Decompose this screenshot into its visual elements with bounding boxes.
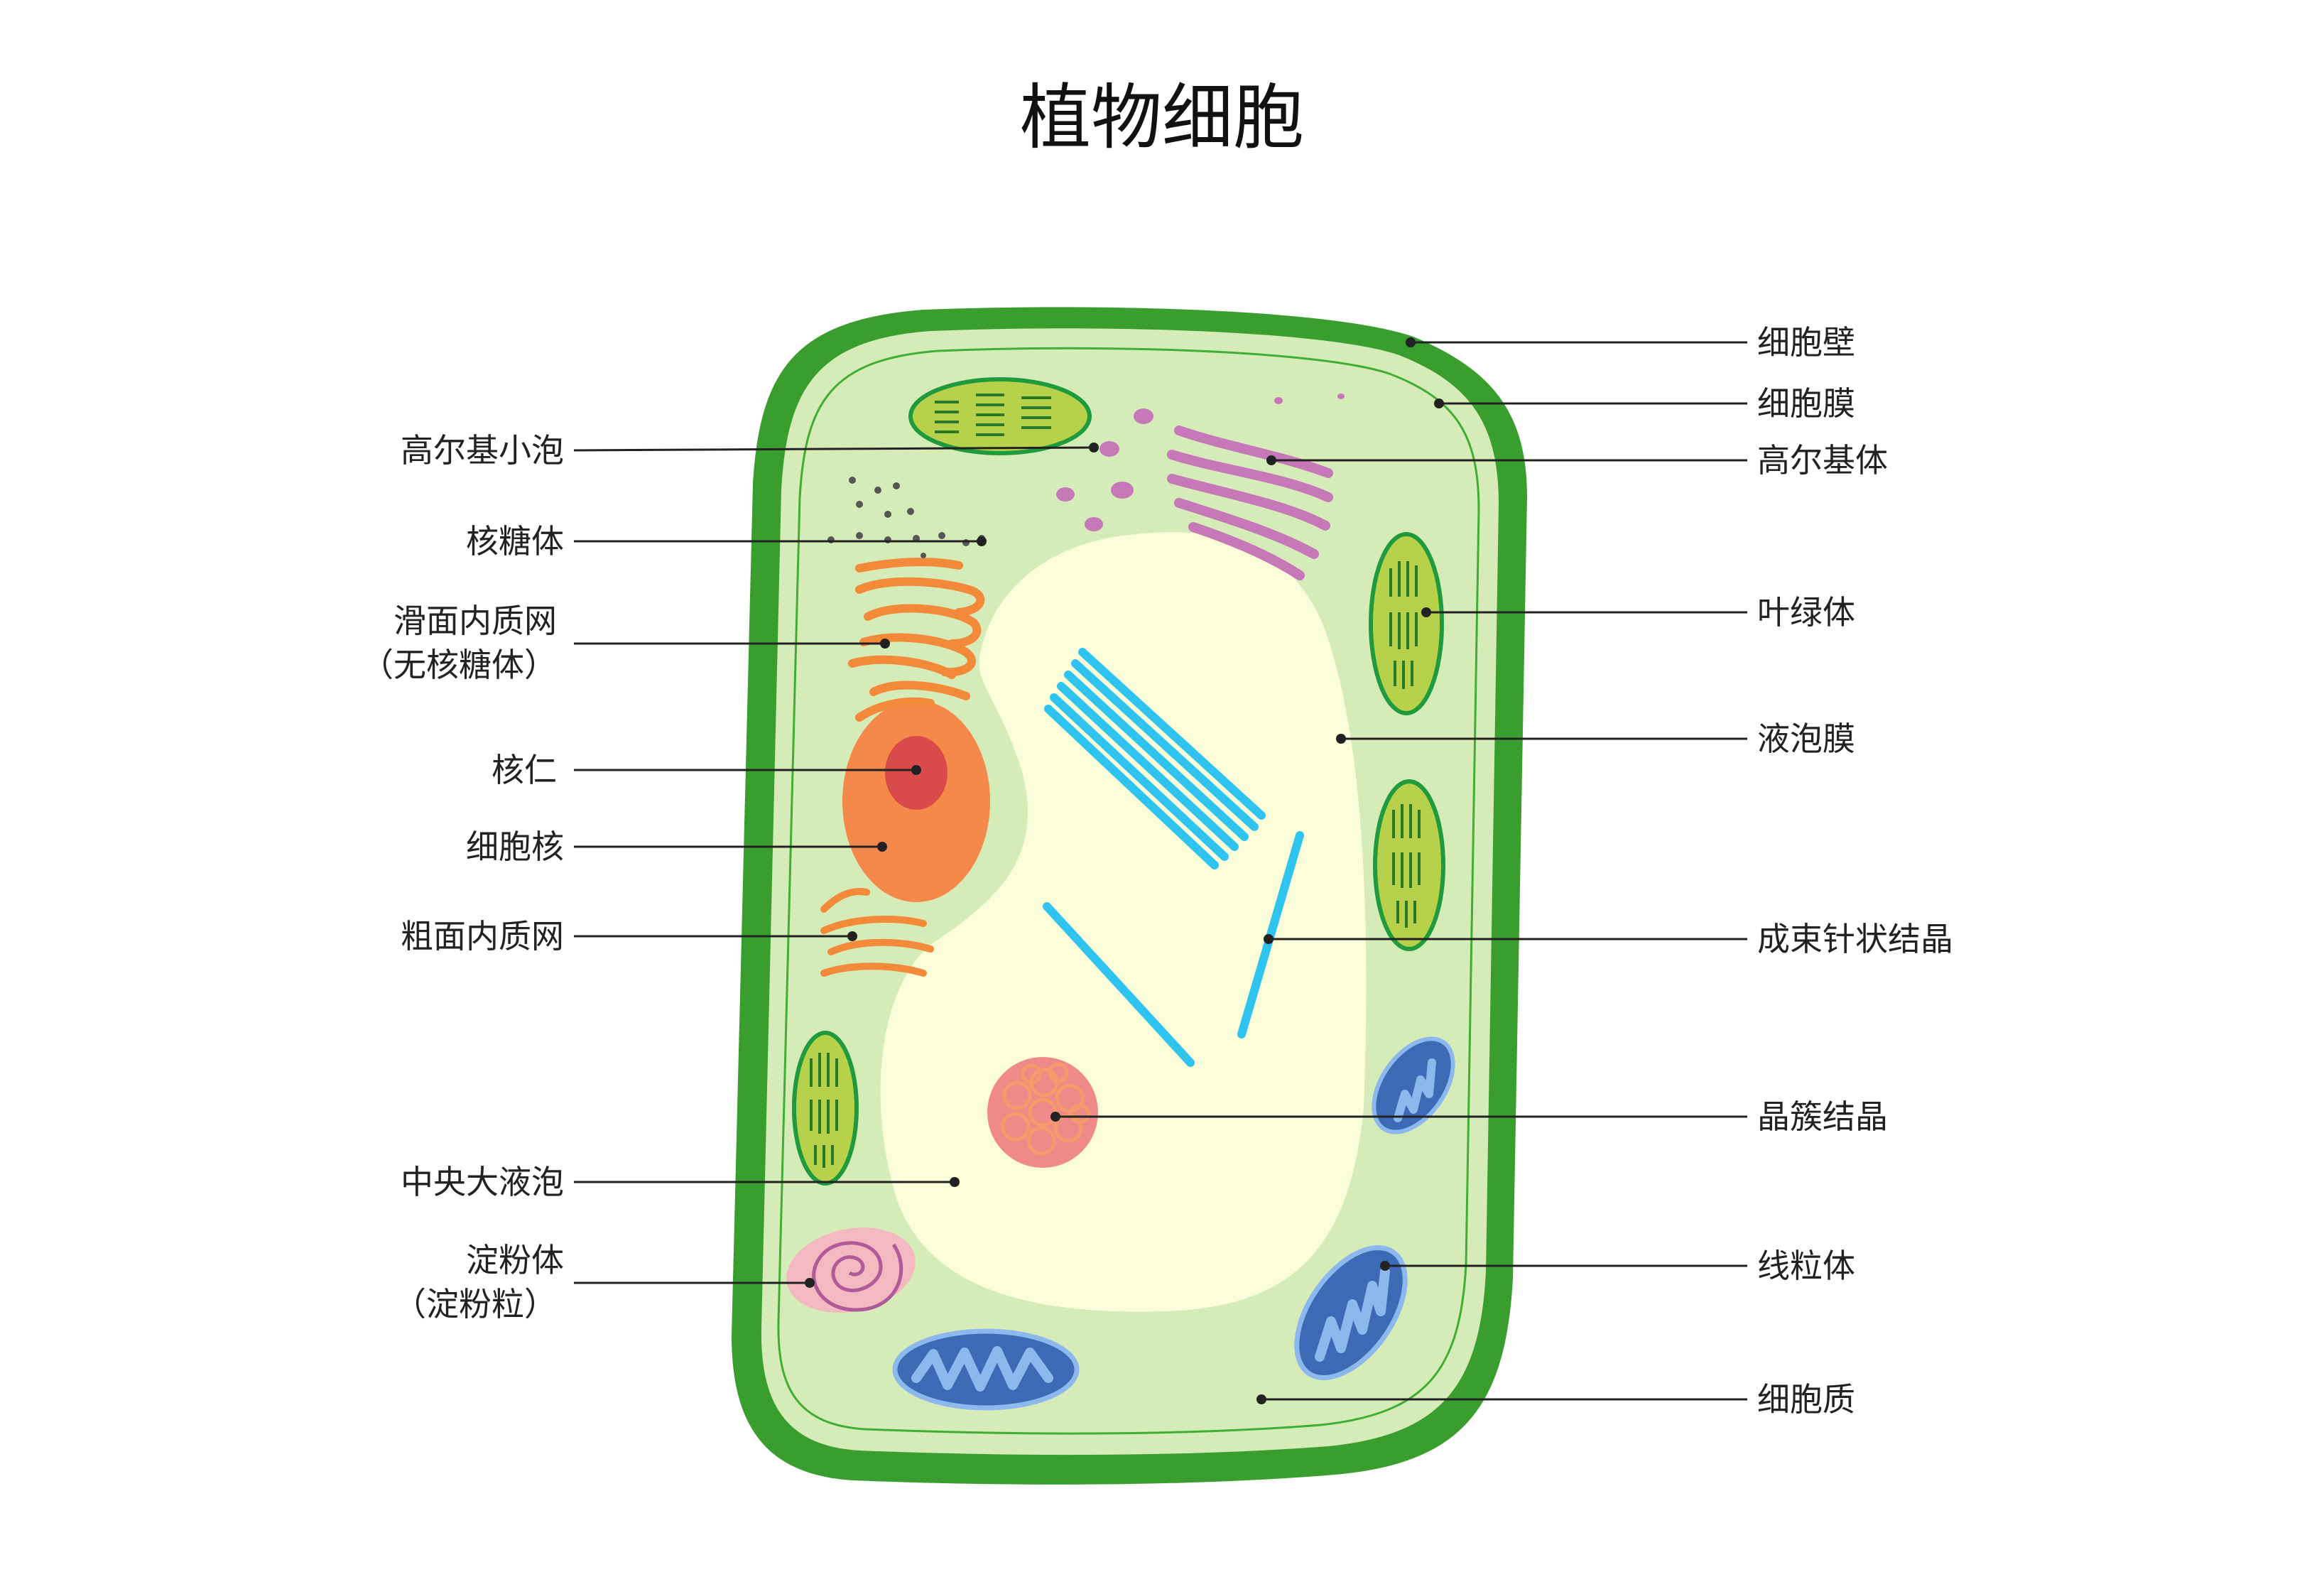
chloroplast-right-1 [1369, 532, 1444, 715]
label-nucleolus: 核仁 [492, 751, 557, 789]
label-amyloplast-line2: （淀粉粒） [393, 1285, 557, 1323]
label-nucleus: 细胞核 [466, 828, 564, 866]
label-cytoplasm: 细胞质 [1757, 1380, 1855, 1419]
label-golgi: 高尔基体 [1757, 441, 1888, 479]
label-tonoplast: 液泡膜 [1757, 720, 1855, 758]
golgi-vesicles [1056, 394, 1345, 531]
chloroplast-right-2 [1373, 779, 1445, 951]
label-ribosome: 核糖体 [466, 522, 564, 560]
label-smooth-er-line1: 滑面内质网 [393, 602, 557, 640]
pointer-ribosome [977, 536, 987, 546]
cell-membrane [777, 347, 1480, 1435]
label-rough-er: 粗面内质网 [401, 917, 564, 955]
pointer-chloroplast [1421, 607, 1431, 617]
label-central-vacuole: 中央大液泡 [401, 1163, 564, 1201]
golgi-apparatus [1167, 425, 1333, 580]
raphide-bundle [1043, 648, 1304, 1067]
pointer-cell-membrane [1434, 398, 1444, 408]
pointer-central-vacuole [950, 1177, 960, 1187]
label-amyloplast-line1: 淀粉体 [466, 1241, 564, 1279]
label-druse: 晶簇结晶 [1757, 1097, 1888, 1136]
pointer-raphide [1264, 934, 1274, 944]
smooth-er [848, 558, 985, 722]
pointer-cytoplasm [1256, 1394, 1266, 1404]
diagram-title: 植物细胞 [1020, 76, 1304, 159]
pointer-golgi [1266, 455, 1276, 465]
label-mitochondria: 线粒体 [1757, 1247, 1855, 1285]
chloroplast-top [908, 377, 1092, 455]
pointer-druse [1050, 1112, 1060, 1122]
right-labels: 细胞壁 细胞膜 高尔基体 叶绿体 液泡膜 成束针状结晶 晶簇结晶 线粒体 细胞质 [1757, 323, 1953, 1419]
label-smooth-er-line2: （无核糖体） [361, 646, 557, 684]
ribosomes [827, 477, 985, 558]
pointer-tonoplast [1336, 734, 1346, 744]
pointer-nucleolus [911, 765, 921, 775]
pointer-rough-er [847, 931, 857, 941]
left-labels: 高尔基小泡 核糖体 滑面内质网 （无核糖体） 核仁 细胞核 粗面内质网 中央大液… [361, 431, 564, 1323]
pointer-nucleus [877, 842, 887, 852]
chloroplast-left [792, 1031, 859, 1186]
label-chloroplast: 叶绿体 [1757, 593, 1855, 631]
amyloplast [786, 1227, 916, 1313]
pointer-mitochondria [1380, 1261, 1390, 1271]
pointer-cell-wall [1406, 337, 1416, 347]
mitochondrion-right-small [1372, 1036, 1455, 1134]
leader-lines [573, 337, 1747, 1404]
pointer-amyloplast [805, 1278, 815, 1288]
druse-crystal [987, 1057, 1098, 1168]
pointer-smooth-er [880, 639, 890, 649]
leader-golgi-vesicle [573, 446, 1095, 452]
label-cell-wall: 细胞壁 [1757, 323, 1855, 362]
pointer-golgi-vesicle [1089, 443, 1099, 452]
rough-er [820, 888, 934, 977]
label-cell-membrane: 细胞膜 [1757, 384, 1855, 423]
mitochondrion-bottom [892, 1328, 1080, 1411]
label-raphide: 成束针状结晶 [1757, 920, 1953, 958]
mitochondrion-right-large [1294, 1245, 1408, 1380]
label-golgi-vesicle: 高尔基小泡 [401, 431, 564, 470]
